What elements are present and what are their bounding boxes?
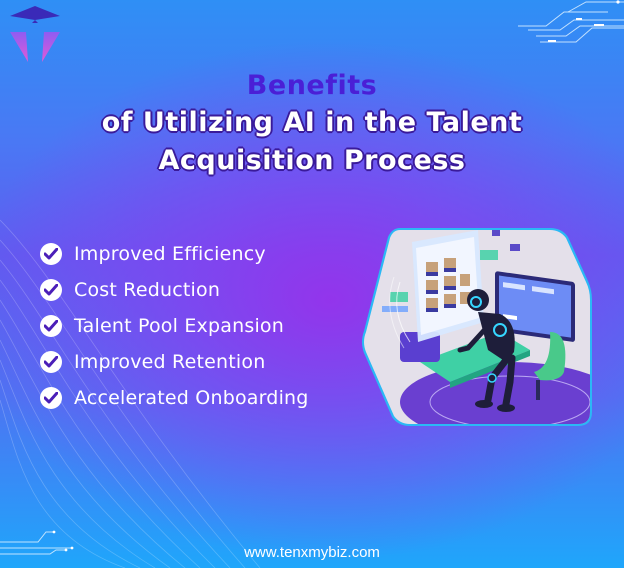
circuit-lines-top-right — [518, 0, 624, 43]
benefit-label: Accelerated Onboarding — [74, 387, 309, 409]
benefits-list: Improved Efficiency Cost Reduction Talen… — [40, 236, 309, 416]
check-circle-icon — [40, 387, 62, 409]
benefit-label: Cost Reduction — [74, 279, 221, 301]
headline: Benefits of Utilizing AI in the Talent A… — [0, 68, 624, 180]
check-circle-icon — [40, 351, 62, 373]
headline-line-2: of Utilizing AI in the Talent — [101, 107, 523, 138]
benefit-label: Talent Pool Expansion — [74, 315, 284, 337]
benefit-item: Cost Reduction — [40, 272, 309, 308]
wave-mesh-decoration — [0, 219, 261, 568]
brand-logo-icon — [10, 6, 60, 62]
benefit-item: Improved Efficiency — [40, 236, 309, 272]
check-circle-icon — [40, 315, 62, 337]
check-circle-icon — [40, 279, 62, 301]
headline-line-3: Acquisition Process — [158, 145, 466, 176]
benefit-item: Improved Retention — [40, 344, 309, 380]
benefit-label: Improved Retention — [74, 351, 266, 373]
check-circle-icon — [40, 243, 62, 265]
benefit-label: Improved Efficiency — [74, 243, 266, 265]
circuit-lines-bottom-left — [0, 530, 74, 555]
robot-recruiter-illustration — [362, 228, 592, 426]
website-url: www.tenxmybiz.com — [244, 544, 380, 561]
benefit-item: Talent Pool Expansion — [40, 308, 309, 344]
benefit-item: Accelerated Onboarding — [40, 380, 309, 416]
headline-line-1: Benefits — [246, 70, 378, 101]
